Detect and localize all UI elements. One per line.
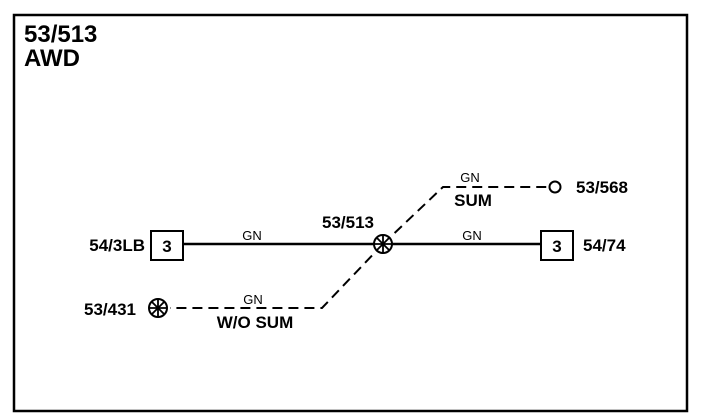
option-label-upper: SUM <box>454 191 492 210</box>
splice-label: 53/513 <box>322 213 374 232</box>
option-label-lower: W/O SUM <box>217 313 294 332</box>
ground-label: 53/431 <box>84 300 136 319</box>
upper-branch-wire <box>382 186 548 245</box>
diagram-title-line2: AWD <box>24 45 80 72</box>
terminal-circle-icon <box>548 180 562 194</box>
wire-color-upper: GN <box>460 170 480 185</box>
lower-branch-wire <box>170 243 384 309</box>
terminal-top-label: 53/568 <box>576 178 628 197</box>
ground-splice-icon <box>148 298 168 318</box>
wire-color-main-left: GN <box>242 228 262 243</box>
wire-color-lower: GN <box>243 292 263 307</box>
wire-color-main-right: GN <box>462 228 482 243</box>
connector-left-label: 54/3LB <box>89 236 145 255</box>
diagram-border <box>12 13 689 413</box>
connector-right: 3 <box>540 230 574 261</box>
connector-left: 3 <box>150 230 184 261</box>
diagram-title-line1: 53/513 <box>24 21 97 48</box>
splice-icon <box>373 234 393 254</box>
connector-right-pin: 3 <box>552 237 561 256</box>
connector-right-label: 54/74 <box>583 236 626 255</box>
connector-left-pin: 3 <box>162 237 171 256</box>
